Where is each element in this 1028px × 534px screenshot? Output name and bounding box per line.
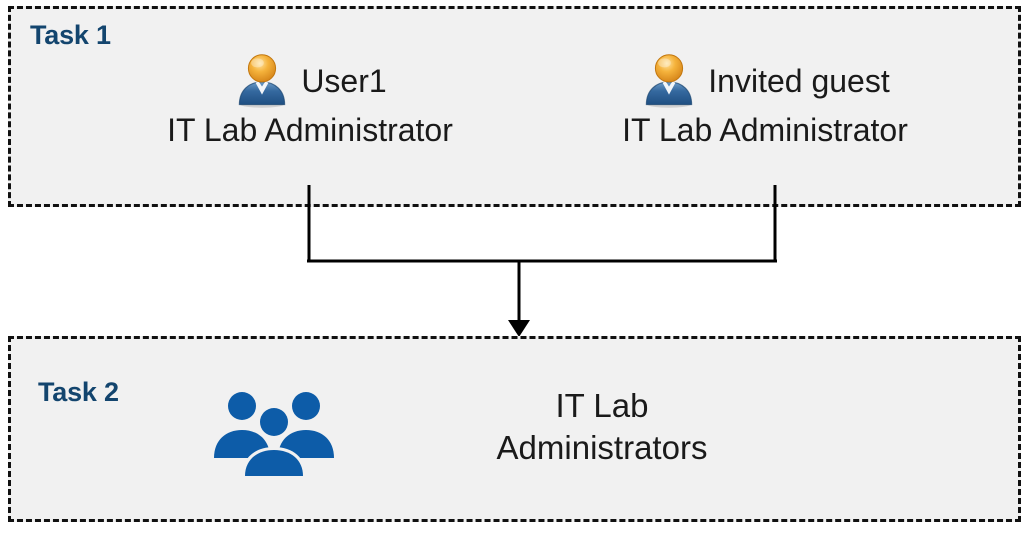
user-icon [640, 52, 698, 110]
group-name-line-2: Administrators [496, 428, 708, 466]
user-icon [233, 52, 291, 110]
person-name: Invited guest [708, 63, 890, 99]
group-name: IT Lab Administrators [392, 385, 812, 469]
users-group-icon [211, 388, 336, 476]
down-arrow-icon [508, 320, 530, 337]
task-1-container [8, 6, 1021, 207]
person-row: Invited guest [565, 52, 965, 110]
task-1-label: Task 1 [30, 20, 111, 50]
person-entry-invited-guest: Invited guest IT Lab Administrator [565, 52, 965, 146]
person-role: IT Lab Administrator [167, 112, 453, 148]
person-row: User1 [125, 52, 495, 110]
group-name-line-1: IT Lab [555, 387, 649, 424]
person-name: User1 [301, 63, 387, 99]
task-2-container [8, 336, 1021, 522]
person-entry-user1: User1 IT Lab Administrator [125, 52, 495, 146]
person-role: IT Lab Administrator [622, 112, 908, 148]
task-2-label: Task 2 [38, 377, 119, 407]
